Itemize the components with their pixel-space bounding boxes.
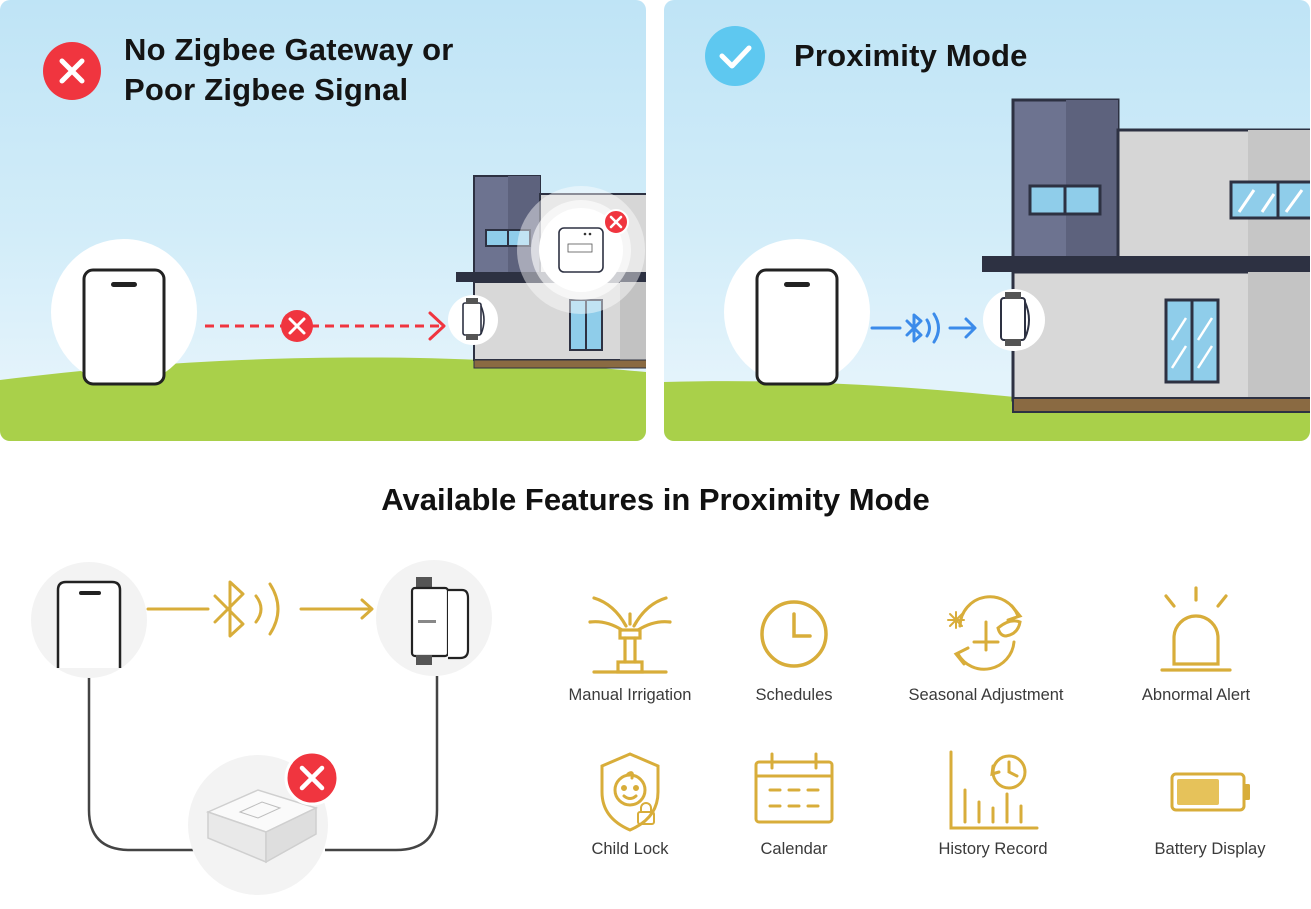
valve-cable-line bbox=[325, 676, 439, 852]
phone-device bbox=[31, 562, 147, 678]
proximity-mode-panel: Proximity Mode bbox=[664, 0, 1310, 441]
gateway-halo bbox=[517, 186, 645, 314]
feature-history-record: History Record bbox=[893, 748, 1093, 859]
bluetooth-connection-arrow bbox=[870, 312, 977, 344]
feature-label: Child Lock bbox=[591, 840, 669, 858]
feature-schedules: Schedules bbox=[694, 586, 894, 705]
proximity-flow-diagram bbox=[31, 560, 492, 895]
feature-child-lock: Child Lock bbox=[530, 748, 730, 859]
feature-label: Battery Display bbox=[1154, 840, 1266, 858]
panel-title: No Zigbee Gateway or Poor Zigbee Signal bbox=[124, 30, 544, 110]
section-title: Available Features in Proximity Mode bbox=[381, 482, 930, 517]
sprinkler-icon bbox=[588, 596, 672, 674]
clock-icon bbox=[760, 600, 828, 668]
feature-label: Manual Irrigation bbox=[568, 686, 692, 704]
alarm-light-icon bbox=[1160, 586, 1232, 672]
phone-device bbox=[724, 239, 870, 386]
title-line-2: Poor Zigbee Signal bbox=[124, 72, 409, 107]
no-gateway-panel: No Zigbee Gateway or Poor Zigbee Signal bbox=[0, 0, 646, 441]
feature-label: Schedules bbox=[755, 686, 833, 704]
feature-battery-display: Battery Display bbox=[1110, 748, 1310, 859]
bluetooth-arrow bbox=[146, 580, 374, 638]
gateway-error-icon bbox=[603, 209, 629, 235]
gateway-error-icon bbox=[284, 750, 340, 806]
valve-device bbox=[376, 560, 492, 676]
feature-calendar: Calendar bbox=[694, 748, 894, 859]
panel-title: Proximity Mode bbox=[794, 38, 1028, 73]
seasonal-adjustment-icon bbox=[947, 595, 1023, 671]
feature-manual-irrigation: Manual Irrigation bbox=[530, 586, 730, 705]
valve-device bbox=[983, 289, 1045, 351]
child-lock-icon bbox=[600, 752, 660, 832]
error-x-icon bbox=[43, 42, 101, 100]
title-line-1: No Zigbee Gateway or bbox=[124, 32, 454, 67]
feature-seasonal-adjustment: Seasonal Adjustment bbox=[886, 586, 1086, 705]
gateway-device bbox=[188, 755, 328, 895]
house bbox=[982, 98, 1310, 413]
phone-cable-line bbox=[87, 676, 195, 852]
feature-label: Seasonal Adjustment bbox=[908, 686, 1064, 704]
feature-label: Calendar bbox=[760, 840, 828, 858]
feature-label: History Record bbox=[938, 840, 1048, 858]
calendar-icon bbox=[754, 752, 834, 824]
check-icon bbox=[705, 26, 765, 86]
feature-label: Abnormal Alert bbox=[1141, 686, 1251, 704]
history-chart-icon bbox=[949, 750, 1039, 830]
no-gateway-scene bbox=[0, 175, 646, 441]
failed-connection-arrow bbox=[205, 310, 446, 342]
proximity-scene bbox=[664, 98, 1310, 441]
grass bbox=[664, 381, 1310, 441]
feature-abnormal-alert: Abnormal Alert bbox=[1096, 586, 1296, 705]
phone-device bbox=[51, 239, 197, 386]
valve-device bbox=[448, 295, 498, 345]
battery-icon bbox=[1170, 772, 1250, 812]
